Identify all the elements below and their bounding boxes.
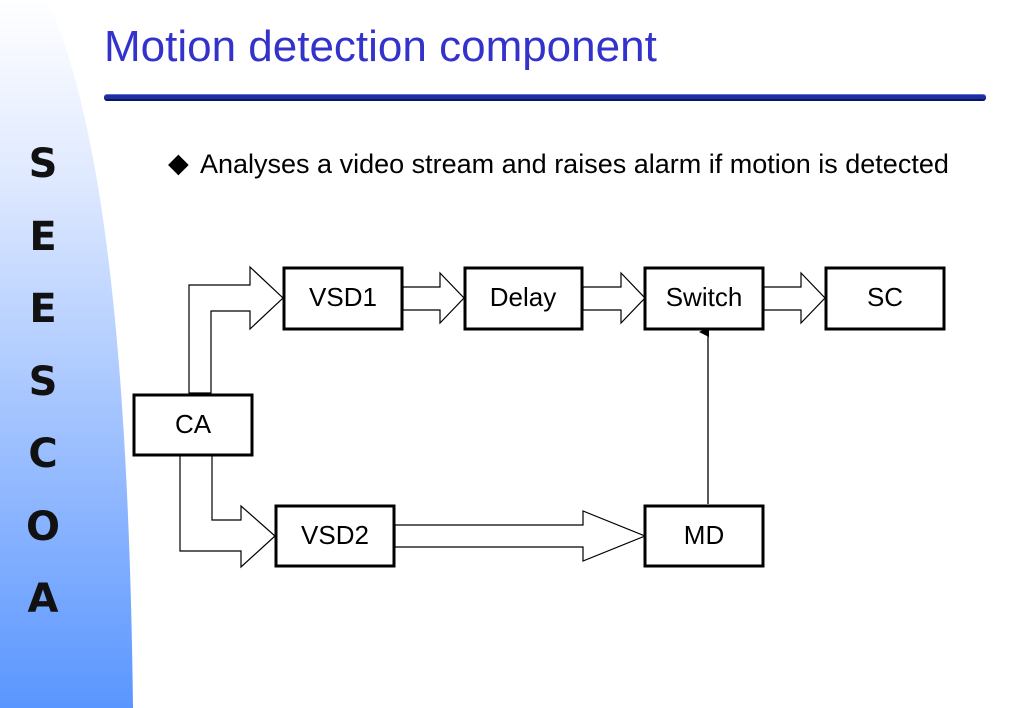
sescoa-vertical-logo: S E E S C O A [18, 128, 68, 636]
node-delay: Delay [463, 266, 584, 331]
logo-letter: O [25, 503, 60, 550]
arrow-switch-sc [763, 271, 826, 325]
arrow-ca-vsd1 [188, 265, 284, 394]
arrow-ca-vsd2 [179, 454, 276, 569]
node-label: Switch [666, 282, 743, 312]
logo-letter: E [29, 286, 57, 332]
slide-title: Motion detection component [104, 22, 657, 71]
node-label: VSD2 [301, 520, 369, 550]
title-divider [104, 94, 986, 101]
node-ca: CA [132, 393, 254, 457]
logo-letter: C [28, 431, 58, 477]
node-md: MD [643, 504, 765, 568]
arrow-vsd2-md [394, 510, 647, 562]
node-vsd1: VSD1 [282, 266, 404, 331]
node-switch: Switch [643, 266, 765, 331]
arrow-delay-switch [582, 271, 646, 325]
logo-letter: E [29, 213, 57, 260]
arrow-vsd1-delay [402, 271, 465, 325]
diamond-bullet-icon: ◆ [168, 148, 189, 179]
logo-letter: S [28, 358, 58, 405]
node-sc: SC [824, 266, 946, 331]
node-label: VSD1 [309, 282, 377, 312]
node-vsd2: VSD2 [274, 504, 396, 568]
logo-letter: S [28, 141, 58, 187]
node-label: SC [867, 282, 903, 312]
node-label: CA [175, 409, 212, 439]
logo-letter: A [27, 576, 59, 622]
bullet-text: Analyses a video stream and raises alarm… [200, 149, 949, 179]
node-label: Delay [490, 282, 556, 312]
node-label: MD [684, 520, 724, 550]
side-gradient-band [0, 0, 133, 708]
